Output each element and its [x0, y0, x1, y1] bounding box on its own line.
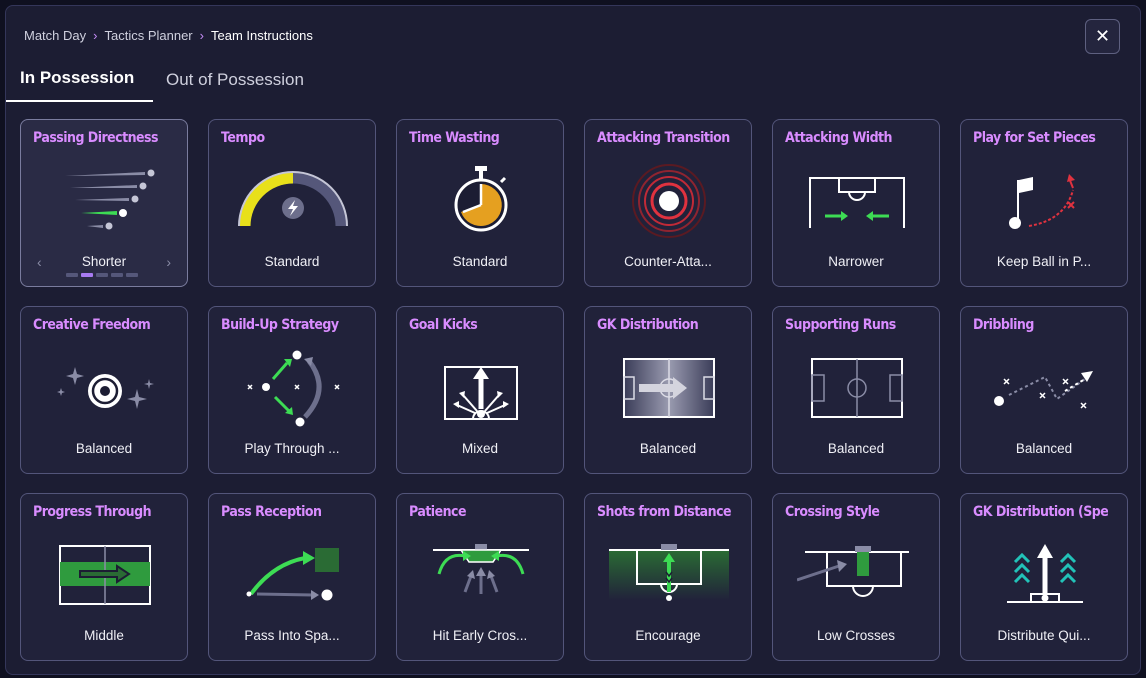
card-title: Goal Kicks — [409, 317, 478, 333]
option-indicator — [66, 273, 138, 277]
card-attacking-transition[interactable]: Attacking Transition Counter-Atta... — [584, 119, 752, 287]
chevron-right-icon: › — [199, 28, 204, 43]
dribble-path-icon — [994, 371, 1093, 409]
card-title: Progress Through — [33, 504, 152, 520]
card-crossing-style[interactable]: Crossing Style Low Crosses — [772, 493, 940, 661]
card-value: Keep Ball in P... — [996, 254, 1092, 269]
goal-kick-arrows-icon — [444, 366, 518, 420]
card-title: Passing Directness — [33, 130, 158, 146]
quick-distribution-icon — [1007, 544, 1083, 603]
build-up-arrows-icon — [247, 350, 340, 427]
stopwatch-icon — [454, 166, 508, 232]
card-creative-freedom[interactable]: Creative Freedom Balanced — [20, 306, 188, 474]
pitch-width-icon — [809, 177, 905, 228]
card-value: Standard — [264, 254, 320, 269]
card-supporting-runs[interactable]: Supporting Runs Balanced — [772, 306, 940, 474]
card-attacking-width[interactable]: Attacking Width Narrower — [772, 119, 940, 287]
card-title: Dribbling — [973, 317, 1034, 333]
card-value: Shorter — [81, 254, 127, 269]
card-passing-directness[interactable]: Passing Directness ‹ Shorter › — [20, 119, 188, 287]
chevron-right-icon[interactable]: › — [166, 254, 171, 270]
card-pass-reception[interactable]: Pass Reception Pass Into Spa... — [208, 493, 376, 661]
card-title: Patience — [409, 504, 466, 520]
card-title: Supporting Runs — [785, 317, 896, 333]
pass-into-space-icon — [246, 548, 339, 601]
card-value: Balanced — [639, 441, 697, 456]
card-title: Time Wasting — [409, 130, 500, 146]
card-time-wasting[interactable]: Time Wasting Standard — [396, 119, 564, 287]
card-patience[interactable]: Patience Hit Early Cros... — [396, 493, 564, 661]
card-value: Counter-Atta... — [624, 254, 712, 269]
card-gk-distribution-speed[interactable]: GK Distribution (Speed Distribute Qui... — [960, 493, 1128, 661]
card-tempo[interactable]: Tempo Standard — [208, 119, 376, 287]
card-title: Play for Set Pieces — [973, 130, 1096, 146]
option-dot — [126, 273, 138, 277]
card-title: GK Distribution — [597, 317, 699, 333]
chevron-right-icon: › — [93, 28, 98, 43]
card-value: Standard — [452, 254, 508, 269]
card-value: Balanced — [827, 441, 885, 456]
card-title: Build-Up Strategy — [221, 317, 339, 333]
close-icon: ✕ — [1094, 26, 1111, 46]
option-dot — [66, 273, 78, 277]
card-title: Attacking Transition — [597, 130, 730, 146]
close-button[interactable]: ✕ — [1085, 19, 1120, 54]
card-dribbling[interactable]: Dribbling Balanced — [960, 306, 1128, 474]
card-value: Middle — [84, 628, 124, 643]
chevron-left-icon[interactable]: ‹ — [37, 254, 42, 270]
tempo-gauge-icon — [238, 171, 348, 227]
passing-arrows-icon — [65, 169, 155, 230]
tab-out-of-possession[interactable]: Out of Possession — [166, 70, 304, 89]
card-play-for-set-pieces[interactable]: Play for Set Pieces Keep Ball in P... — [960, 119, 1128, 287]
card-value: Mixed — [461, 441, 498, 456]
card-value: Distribute Qui... — [997, 628, 1091, 643]
card-title: GK Distribution (Speed — [973, 504, 1108, 520]
card-value: Low Crosses — [816, 628, 896, 643]
breadcrumb: Match Day › Tactics Planner › Team Instr… — [24, 28, 313, 43]
progress-middle-icon — [59, 545, 151, 605]
instructions-grid: Passing Directness ‹ Shorter › Tempo — [20, 119, 1128, 661]
pitch-icon — [811, 358, 903, 418]
tab-in-possession[interactable]: In Possession — [6, 62, 153, 102]
team-instructions-panel: Match Day › Tactics Planner › Team Instr… — [5, 5, 1141, 675]
card-value: Narrower — [828, 254, 884, 269]
early-cross-icon — [433, 544, 529, 594]
card-value: Play Through ... — [244, 441, 340, 456]
gk-distribution-pitch-icon — [623, 358, 715, 418]
card-shots-from-distance[interactable]: Shots from Distance Encourage — [584, 493, 752, 661]
breadcrumb-tactics-planner[interactable]: Tactics Planner — [104, 28, 193, 43]
card-value: Encourage — [635, 628, 701, 643]
card-value: Balanced — [1015, 441, 1073, 456]
card-title: Tempo — [221, 130, 265, 146]
shot-arrow-icon — [609, 544, 729, 601]
card-title: Creative Freedom — [33, 317, 151, 333]
card-value: Pass Into Spa... — [244, 628, 340, 643]
card-value: Balanced — [75, 441, 133, 456]
card-progress-through[interactable]: Progress Through Middle — [20, 493, 188, 661]
card-title: Pass Reception — [221, 504, 322, 520]
card-value: Hit Early Cros... — [432, 628, 528, 643]
card-title: Shots from Distance — [597, 504, 732, 520]
option-dot — [96, 273, 108, 277]
card-gk-distribution[interactable]: GK Distribution Balanced — [584, 306, 752, 474]
card-title: Attacking Width — [785, 130, 893, 146]
card-goal-kicks[interactable]: Goal Kicks Mixed — [396, 306, 564, 474]
breadcrumb-team-instructions: Team Instructions — [210, 28, 313, 43]
breadcrumb-match-day[interactable]: Match Day — [24, 28, 87, 43]
tab-bar: In Possession Out of Possession — [6, 62, 1142, 102]
card-title: Crossing Style — [785, 504, 880, 520]
card-build-up-strategy[interactable]: Build-Up Strategy Play Through ... — [208, 306, 376, 474]
option-dot-selected — [81, 273, 93, 277]
target-icon — [632, 164, 706, 238]
corner-flag-icon — [1009, 174, 1075, 229]
low-cross-icon — [797, 546, 909, 597]
sparkle-ball-icon — [57, 367, 154, 409]
option-dot — [111, 273, 123, 277]
